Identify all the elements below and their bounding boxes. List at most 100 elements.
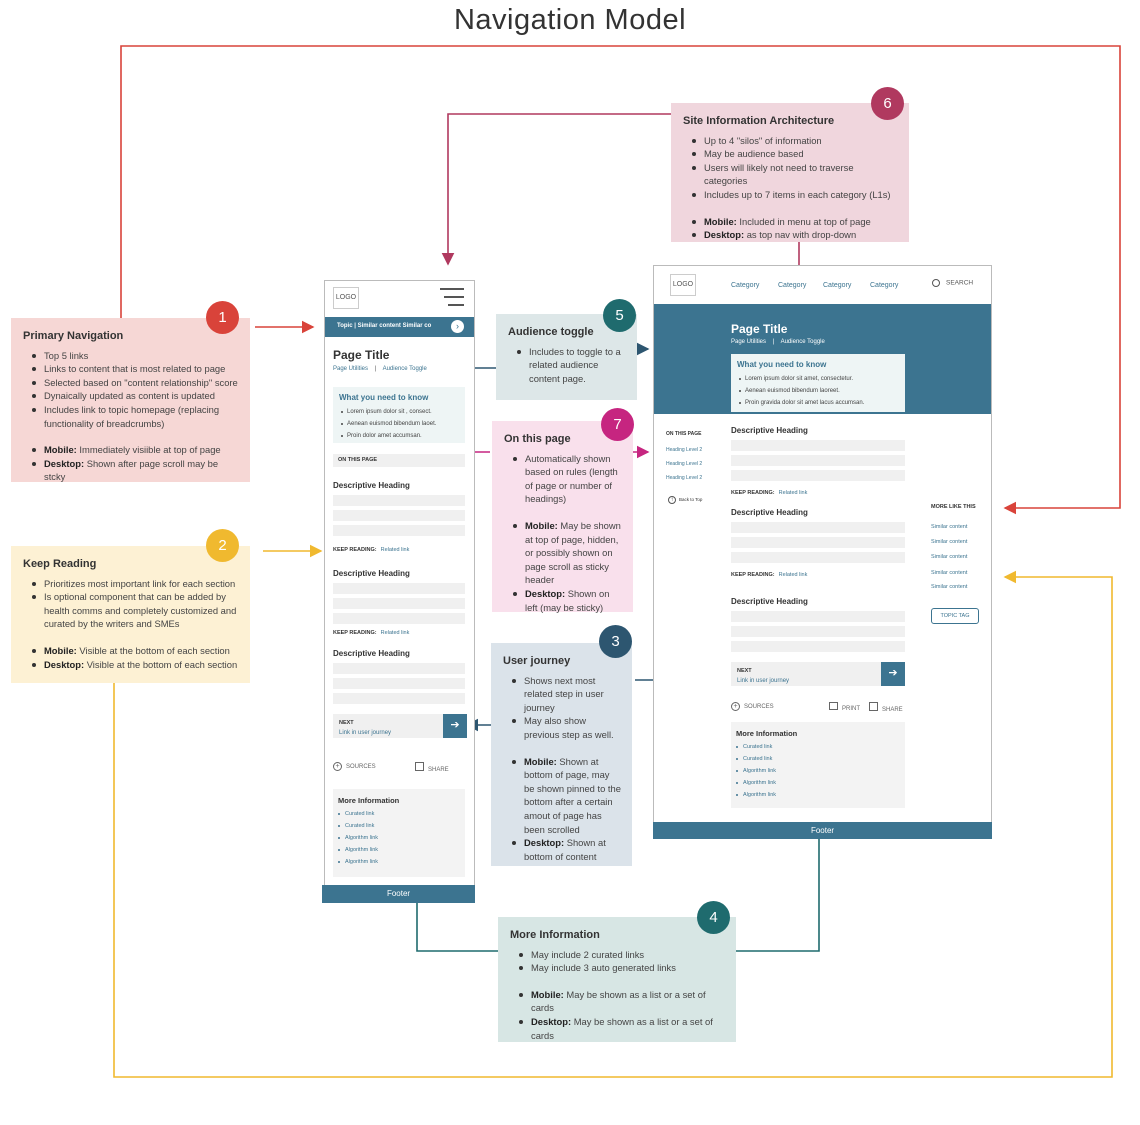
otp-link[interactable]: Heading Level 2 bbox=[666, 475, 703, 481]
similar-content-link[interactable]: Similar content bbox=[931, 539, 968, 545]
mobile-next-step[interactable]: NEXT Link in user journey ➔ bbox=[333, 714, 467, 738]
mobile-page-utilities[interactable]: Page Utilities | Audience Toggle bbox=[333, 366, 427, 372]
otp-link[interactable]: Heading Level 2 bbox=[666, 447, 703, 453]
scroll-right-icon[interactable]: › bbox=[451, 320, 464, 333]
next-link[interactable]: Link in user journey bbox=[737, 678, 790, 684]
note-desktop: Desktop: Shown at bottom of content bbox=[512, 836, 622, 863]
otp-link[interactable]: Heading Level 2 bbox=[666, 461, 703, 467]
more-info-link[interactable]: Algorithm link bbox=[338, 856, 465, 868]
desktop-print[interactable]: PRINT bbox=[829, 702, 860, 712]
util-separator: | bbox=[772, 339, 775, 345]
note-keep-reading: Keep Reading Prioritizes most important … bbox=[11, 546, 250, 683]
desktop-heading-3: Descriptive Heading bbox=[731, 597, 808, 606]
topic-tag[interactable]: TOPIC TAG bbox=[931, 608, 979, 624]
mobile-topic-bar: Topic | Similar content Similar co › bbox=[325, 317, 474, 337]
desktop-keep-reading-2: KEEP READING:Related link bbox=[731, 572, 807, 578]
nav-category-2[interactable]: Category bbox=[778, 282, 807, 289]
note-mobile: Mobile: May be shown as a list or a set … bbox=[519, 988, 726, 1015]
wyn-heading: What you need to know bbox=[339, 393, 429, 402]
keep-reading-label: KEEP READING: bbox=[333, 630, 377, 636]
more-info-link[interactable]: Curated link bbox=[736, 753, 905, 765]
note-item: Top 5 links bbox=[32, 349, 240, 363]
note-site-information-architecture: Site Information Architecture Up to 4 "s… bbox=[671, 103, 909, 242]
mobile-mockup: LOGO Topic | Similar content Similar co … bbox=[324, 280, 475, 892]
page-utilities-link[interactable]: Page Utilities bbox=[333, 366, 369, 372]
note-item: Automatically shown based on rules (leng… bbox=[513, 452, 623, 506]
note-item: Up to 4 "silos" of information bbox=[692, 134, 899, 148]
desktop-keep-reading-1: KEEP READING:Related link bbox=[731, 490, 807, 496]
related-link[interactable]: Related link bbox=[778, 572, 808, 578]
related-link[interactable]: Related link bbox=[778, 490, 808, 496]
mobile-keep-reading-1: KEEP READING:Related link bbox=[333, 547, 409, 553]
search-button[interactable]: SEARCH bbox=[932, 279, 973, 287]
note-item: May include 2 curated links bbox=[519, 948, 726, 962]
share-icon bbox=[415, 762, 424, 771]
print-icon bbox=[829, 702, 838, 710]
badge-1: 1 bbox=[206, 301, 239, 334]
desktop-next-step[interactable]: NEXT Link in user journey ➔ bbox=[731, 662, 905, 686]
more-info-link[interactable]: Curated link bbox=[736, 741, 905, 753]
note-heading: Primary Navigation bbox=[23, 330, 124, 342]
more-info-link[interactable]: Algorithm link bbox=[338, 832, 465, 844]
mobile-share[interactable]: SHARE bbox=[415, 762, 449, 773]
audience-toggle-link[interactable]: Audience Toggle bbox=[382, 366, 427, 372]
note-more-information: More Information May include 2 curated l… bbox=[498, 917, 736, 1042]
plus-circle-icon: + bbox=[731, 702, 740, 711]
more-info-link[interactable]: Algorithm link bbox=[736, 789, 905, 801]
more-info-link[interactable]: Curated link bbox=[338, 808, 465, 820]
audience-toggle-link[interactable]: Audience Toggle bbox=[780, 339, 825, 345]
more-info-link[interactable]: Algorithm link bbox=[736, 777, 905, 789]
page-utilities-link[interactable]: Page Utilities bbox=[731, 339, 767, 345]
sources-label: SOURCES bbox=[744, 704, 774, 710]
nav-category-1[interactable]: Category bbox=[731, 282, 760, 289]
more-info-link[interactable]: Curated link bbox=[338, 820, 465, 832]
desktop-more-information: More Information Curated link Curated li… bbox=[731, 722, 905, 808]
desktop-sources[interactable]: + SOURCES bbox=[731, 702, 774, 711]
related-link[interactable]: Related link bbox=[380, 630, 410, 636]
similar-content-link[interactable]: Similar content bbox=[931, 524, 968, 530]
note-item: Links to content that is most related to… bbox=[32, 362, 240, 376]
more-info-link[interactable]: Algorithm link bbox=[736, 765, 905, 777]
more-like-this-label: MORE LIKE THIS bbox=[931, 504, 976, 510]
note-item: Includes link to topic homepage (replaci… bbox=[32, 403, 240, 430]
similar-content-link[interactable]: Similar content bbox=[931, 570, 968, 576]
mobile-heading-3: Descriptive Heading bbox=[333, 649, 410, 658]
keep-reading-label: KEEP READING: bbox=[731, 490, 775, 496]
nav-category-4[interactable]: Category bbox=[870, 282, 899, 289]
placeholder-line bbox=[731, 537, 905, 548]
related-link[interactable]: Related link bbox=[380, 547, 410, 553]
mobile-topic-tabs[interactable]: Topic | Similar content Similar co bbox=[337, 323, 432, 329]
desktop-heading-2: Descriptive Heading bbox=[731, 508, 808, 517]
more-info-link[interactable]: Algorithm link bbox=[338, 844, 465, 856]
placeholder-line bbox=[731, 440, 905, 451]
placeholder-line bbox=[333, 495, 465, 506]
placeholder-line bbox=[333, 678, 465, 689]
note-item: Users will likely not need to traverse c… bbox=[692, 161, 899, 188]
search-icon bbox=[932, 279, 940, 287]
wire-site-ia-left bbox=[441, 113, 671, 266]
mobile-sources[interactable]: +SOURCES bbox=[333, 762, 376, 771]
back-to-top[interactable]: ↑Back to Top bbox=[668, 496, 702, 504]
note-heading: On this page bbox=[504, 433, 571, 445]
arrow-right-circle-icon[interactable]: ➔ bbox=[443, 714, 467, 738]
wyn-item: Lorem ipsum dolor sit , consect. bbox=[341, 406, 465, 418]
similar-content-link[interactable]: Similar content bbox=[931, 584, 968, 590]
mobile-logo: LOGO bbox=[333, 287, 359, 309]
arrow-right-circle-icon[interactable]: ➔ bbox=[881, 662, 905, 686]
arrow-up-icon: ↑ bbox=[668, 496, 676, 504]
mobile-page-title: Page Title bbox=[333, 348, 390, 362]
placeholder-line bbox=[731, 626, 905, 637]
next-link[interactable]: Link in user journey bbox=[339, 730, 392, 736]
desktop-page-utilities[interactable]: Page Utilities | Audience Toggle bbox=[731, 339, 825, 345]
desktop-share[interactable]: SHARE bbox=[869, 702, 903, 713]
nav-category-3[interactable]: Category bbox=[823, 282, 852, 289]
similar-content-link[interactable]: Similar content bbox=[931, 554, 968, 560]
note-heading: Keep Reading bbox=[23, 558, 97, 570]
print-label: PRINT bbox=[842, 706, 860, 712]
mobile-on-this-page[interactable]: ON THIS PAGE bbox=[333, 454, 465, 467]
mobile-keep-reading-2: KEEP READING:Related link bbox=[333, 630, 409, 636]
note-heading: User journey bbox=[503, 655, 571, 667]
badge-5: 5 bbox=[603, 299, 636, 332]
note-primary-navigation: Primary Navigation Top 5 links Links to … bbox=[11, 318, 250, 482]
desktop-page-title: Page Title bbox=[731, 322, 788, 336]
